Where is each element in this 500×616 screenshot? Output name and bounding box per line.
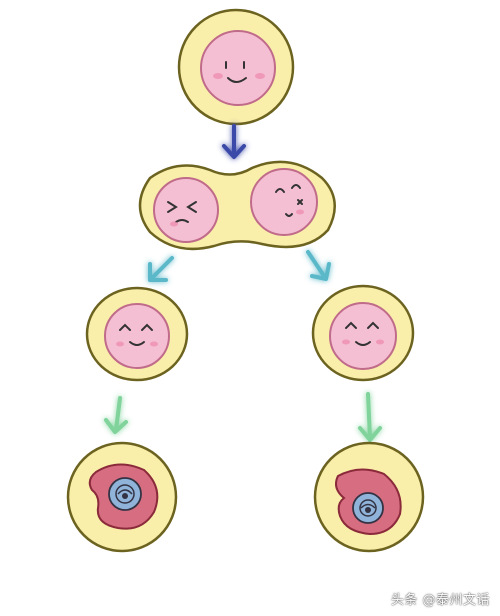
daughter-cell-right — [311, 284, 415, 382]
happy-face-icon — [225, 61, 247, 83]
dividing-nucleus-right — [250, 168, 318, 236]
dizzy-face-icon — [275, 184, 303, 217]
arrow-down-left-icon — [148, 256, 174, 282]
watermark-text: 头条 @泰州文话 — [390, 593, 490, 608]
happy-face-icon — [345, 321, 379, 346]
daughter-nucleus-right — [329, 302, 397, 370]
parent-cell — [177, 8, 295, 126]
arrow-down-icon — [104, 396, 128, 434]
happy-face-icon — [119, 323, 153, 346]
mature-cell-left — [66, 441, 178, 553]
daughter-nucleus-left — [104, 303, 170, 369]
mature-cell-right — [313, 441, 425, 553]
daughter-cell-left — [85, 286, 189, 382]
parent-nucleus — [200, 30, 276, 106]
arrow-down-right-icon — [306, 250, 331, 281]
squint-face-icon — [167, 201, 197, 223]
dividing-cell — [138, 160, 336, 251]
arrow-down-icon — [222, 124, 246, 159]
dividing-nucleus-left — [153, 177, 219, 243]
arrow-down-icon — [358, 392, 382, 442]
